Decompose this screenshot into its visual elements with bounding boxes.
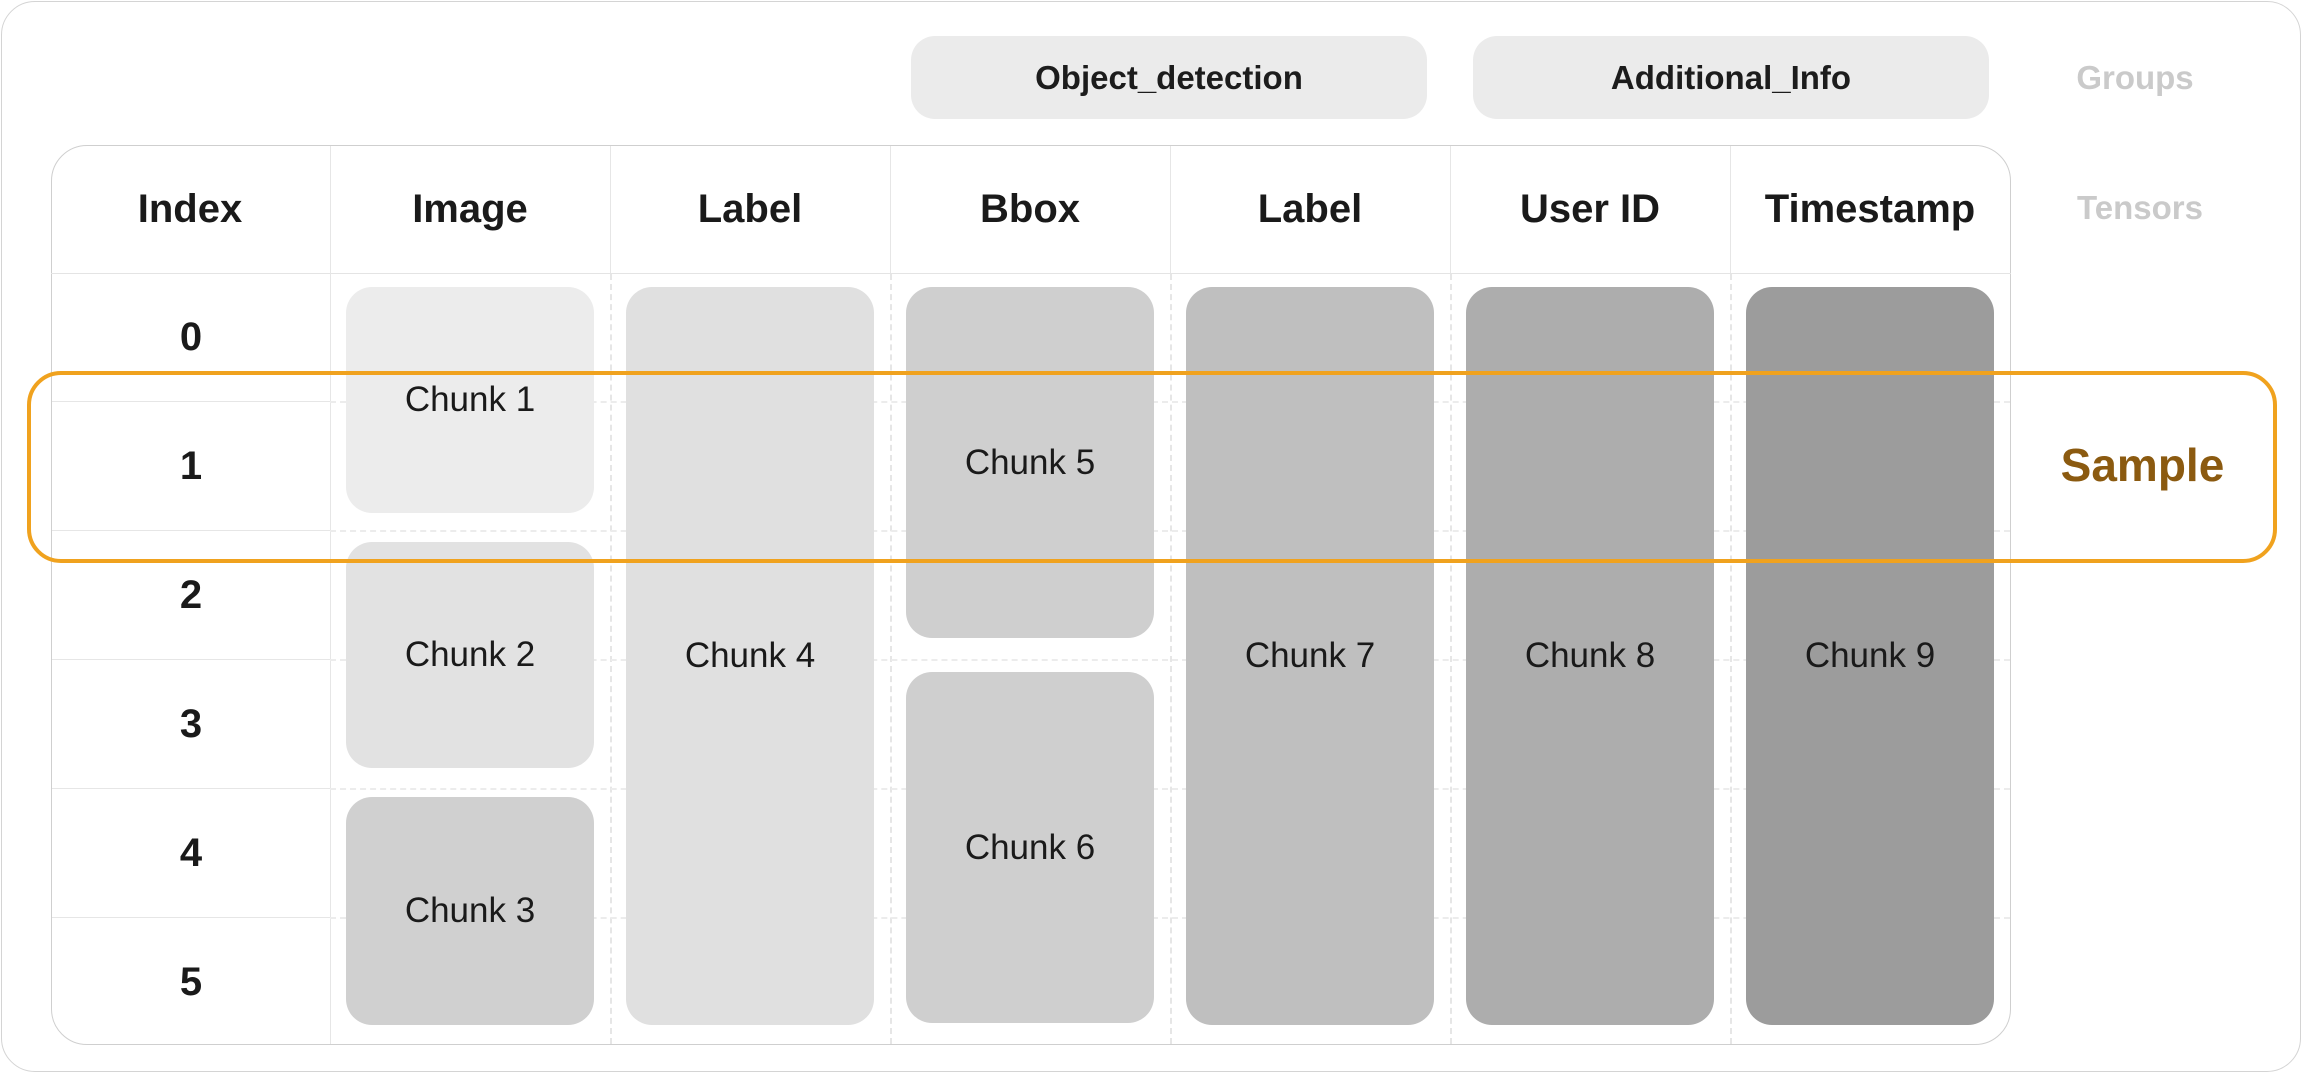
row-index-1: 1 <box>179 443 203 488</box>
chunk-4: Chunk 4 <box>626 287 874 1025</box>
column-separator <box>1170 146 1171 273</box>
row-separator <box>52 401 330 402</box>
header-separator <box>51 273 2011 274</box>
row-separator <box>330 530 2010 532</box>
row-separator <box>330 788 2010 790</box>
column-separator <box>890 146 891 273</box>
sample-highlight <box>27 371 2277 563</box>
tensors-label: Tensors <box>2077 188 2203 226</box>
column-header-timestamp: Timestamp <box>1764 187 1976 231</box>
tensor-table <box>51 145 2011 1045</box>
column-header-label-2: Label <box>1257 187 1363 231</box>
group-additional-info: Additional_Info <box>1473 36 1989 119</box>
chunk-1: Chunk 1 <box>346 287 594 513</box>
row-separator <box>330 917 2010 919</box>
column-header-image: Image <box>412 187 528 231</box>
column-separator <box>1730 146 1731 273</box>
row-separator <box>52 659 330 660</box>
row-separator <box>52 788 330 789</box>
row-separator <box>330 401 2010 403</box>
column-header-bbox: Bbox <box>980 187 1080 231</box>
chunk-2: Chunk 2 <box>346 542 594 768</box>
row-index-3: 3 <box>179 701 203 746</box>
row-index-0: 0 <box>179 314 203 359</box>
groups-label: Groups <box>2076 58 2194 96</box>
chunk-6: Chunk 6 <box>906 672 1154 1023</box>
column-header-index: Index <box>137 187 243 231</box>
chunk-5: Chunk 5 <box>906 287 1154 638</box>
column-separator <box>610 146 611 273</box>
chunk-7: Chunk 7 <box>1186 287 1434 1025</box>
row-separator <box>52 530 330 531</box>
chunk-8: Chunk 8 <box>1466 287 1714 1025</box>
row-index-4: 4 <box>179 830 203 875</box>
row-index-5: 5 <box>179 959 203 1004</box>
row-separator <box>52 917 330 918</box>
chunk-3: Chunk 3 <box>346 797 594 1025</box>
row-index-2: 2 <box>179 572 203 617</box>
chunk-9: Chunk 9 <box>1746 287 1994 1025</box>
sample-label: Sample <box>2060 439 2225 491</box>
column-separator <box>330 146 331 1044</box>
column-header-user-id: User ID <box>1519 187 1661 231</box>
column-separator <box>1450 146 1451 273</box>
group-object-detection: Object_detection <box>911 36 1427 119</box>
row-separator <box>330 659 2010 661</box>
column-header-label: Label <box>697 187 803 231</box>
